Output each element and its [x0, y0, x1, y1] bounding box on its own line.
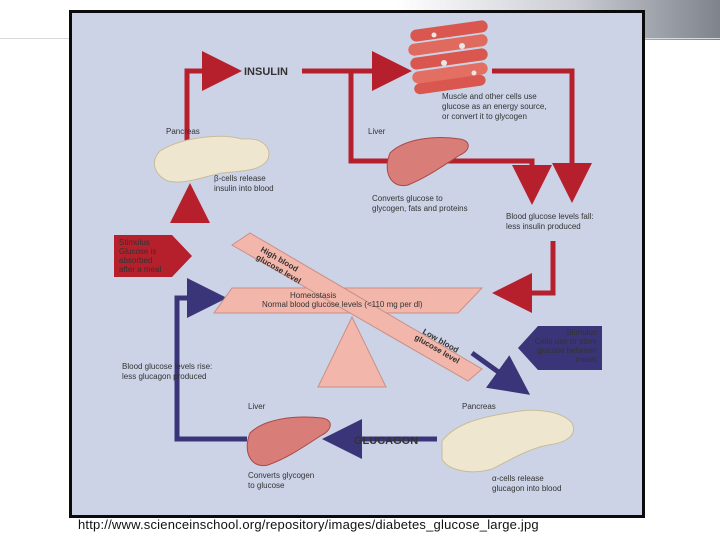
pancreas-bottom-label: Pancreas	[462, 402, 496, 411]
liver-bottom-label: Liver	[248, 402, 266, 411]
muscle-cells-illustration	[408, 20, 488, 95]
pancreas-bottom-illustration	[441, 409, 574, 473]
glucagon-label: GLUCAGON	[354, 435, 418, 447]
source-url-caption: http://www.scienceinschool.org/repositor…	[78, 517, 539, 532]
seesaw-fulcrum	[317, 315, 387, 388]
liver-bottom-illustration	[246, 416, 331, 467]
pancreas-top-label: Pancreas	[166, 127, 200, 136]
glucose-rise-label: Blood glucose levels rise:less glucagon …	[122, 362, 212, 381]
insulin-arrow-fall	[492, 241, 556, 313]
stimulus-left-banner	[114, 235, 192, 277]
liver-top-illustration	[386, 137, 469, 187]
insulin-arrow-left	[184, 51, 242, 163]
glucagon-arrow-low	[470, 350, 531, 395]
slide-accent-mark	[640, 40, 670, 43]
stimulus-right-banner	[518, 326, 602, 370]
insulin-arrow-right	[492, 68, 592, 203]
glucose-fall-label: Blood glucose levels fall:less insulin p…	[506, 212, 594, 231]
glucagon-arrow-left	[174, 278, 247, 442]
tilted-plank	[231, 232, 483, 382]
pancreas-top-illustration	[153, 135, 270, 183]
insulin-label: INSULIN	[244, 66, 288, 78]
liver-top-label: Liver	[368, 127, 386, 136]
